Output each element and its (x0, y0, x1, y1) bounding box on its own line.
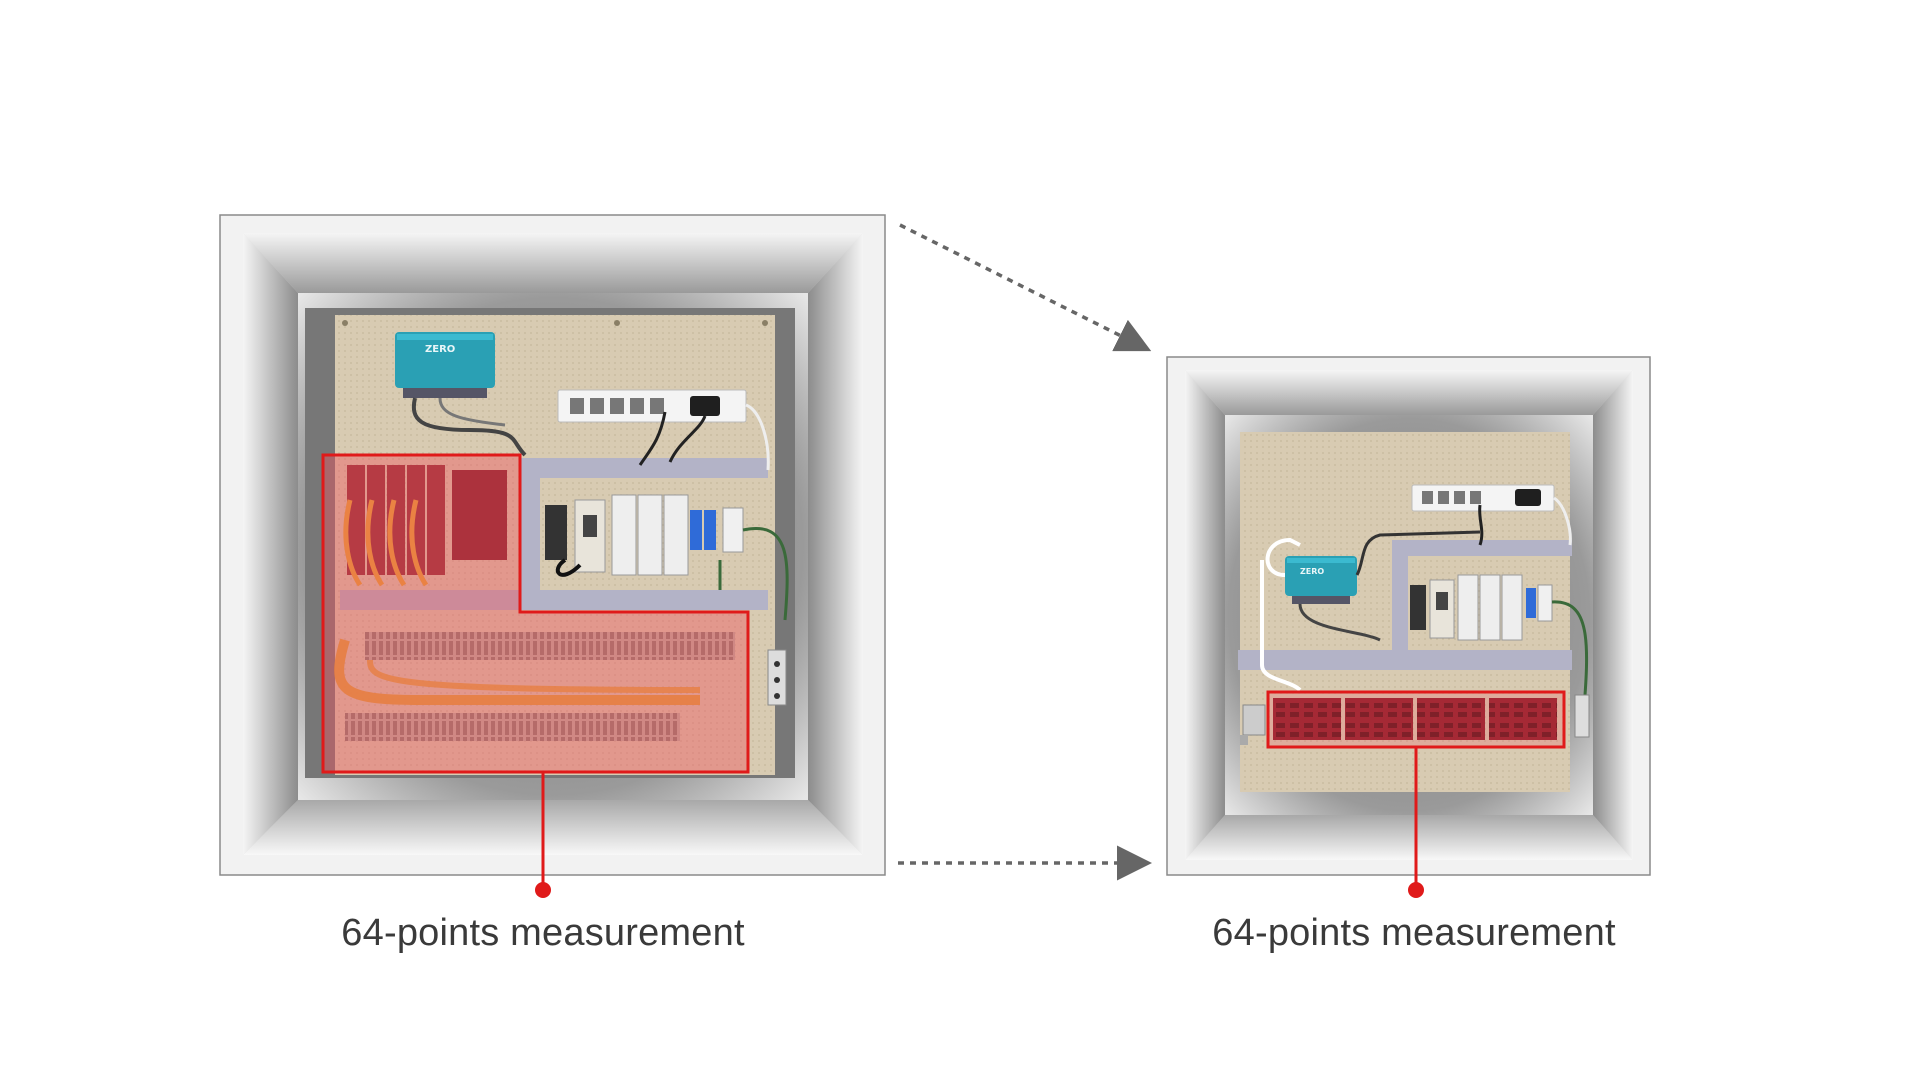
left-breaker-block (545, 494, 789, 706)
right-zero-device: ZERO (1260, 530, 1481, 692)
svg-text:ZERO: ZERO (1300, 567, 1324, 576)
right-leader-dot (1408, 882, 1424, 898)
left-power-strip (557, 389, 770, 471)
right-power-strip (1411, 484, 1572, 546)
upper-dashed-arrow (899, 223, 1152, 352)
left-zero-device: ZERO (395, 332, 527, 457)
right-highlight-region (1266, 690, 1566, 749)
right-cabinet: ZERO (1166, 356, 1651, 898)
left-cabinet: ZERO (219, 214, 886, 898)
left-caption: 64-points measurement (341, 912, 745, 954)
svg-text:ZERO: ZERO (425, 344, 455, 355)
left-leader-dot (535, 882, 551, 898)
right-breaker-block (1410, 574, 1590, 738)
left-highlight-region (321, 453, 750, 774)
left-measurement-modules (334, 465, 735, 741)
right-measurement-modules (1273, 698, 1557, 740)
right-caption: 64-points measurement (1212, 912, 1616, 954)
